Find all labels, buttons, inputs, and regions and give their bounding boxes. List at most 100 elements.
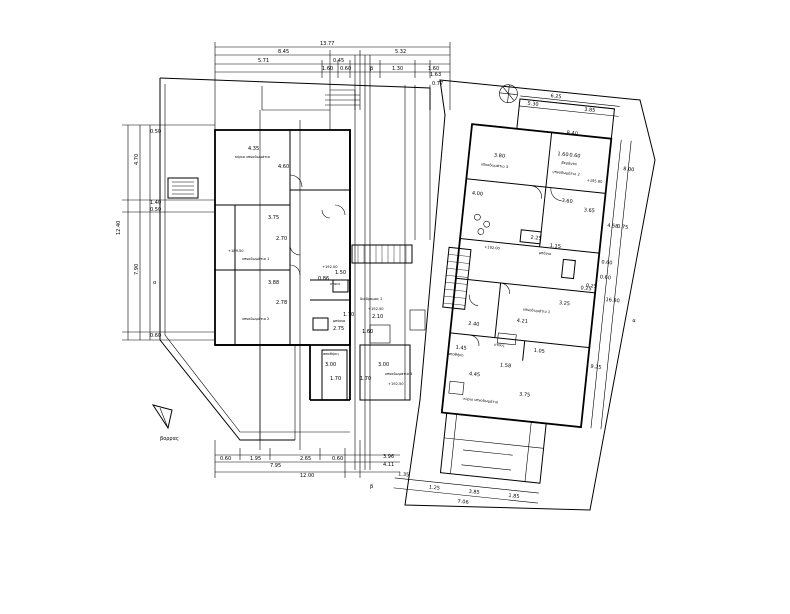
- right-room-name-storage: αποθήκη: [448, 352, 464, 358]
- dim-bottom-seg4: 0.60: [332, 456, 343, 462]
- dim-right-bottom3: 3.85: [468, 489, 480, 496]
- room-dim-bedroom2-h: 2.78: [276, 300, 287, 306]
- right-level-mark-1: +195.80: [587, 178, 604, 184]
- left-room-labels: κύριο υπνοδωμάτιο 4.35 4.60 υπνοδωμάτιο …: [228, 146, 412, 386]
- room-name-master: κύριο υπνοδωμάτιο: [235, 155, 270, 159]
- right-room-dim-bedroom2-w: 3.60: [561, 198, 573, 205]
- right-room-dim-shower-w: 1.05: [533, 348, 545, 355]
- room-name-shower: ντους: [330, 282, 341, 286]
- dim-top-sub5: 1.30: [392, 66, 403, 72]
- right-room-name-bedroom2: υπνοδωμάτιο 2: [552, 170, 580, 177]
- dim-right-side3: 0.75: [617, 224, 629, 231]
- dim-top-seg1: 8.45: [278, 49, 289, 55]
- right-room-dim-bedroom3-w: 3.80: [494, 153, 506, 160]
- room-name-corridor: διάδρομος 2: [360, 297, 383, 301]
- dim-right-bottom1: 1.35: [398, 471, 410, 478]
- dim-bottom-overall-b: 12.00: [300, 473, 314, 479]
- right-room-name-master: κύριο υπνοδωμάτιο: [463, 397, 498, 405]
- room-name-bath: μπάνιο: [333, 319, 345, 323]
- right-level-mark-2: +192.00: [484, 245, 501, 251]
- dim-right-misc2: 0.25: [585, 283, 597, 290]
- dim-bottom-overall-a: 7.95: [270, 463, 281, 469]
- room-dim-bedroom3-h: 3.00: [378, 362, 389, 368]
- right-room-dim-bath-w: 2.25: [530, 235, 542, 242]
- right-room-dim-bedroom1-h: 3.25: [559, 300, 571, 307]
- dim-bottom-seg3: 2.65: [300, 456, 311, 462]
- dim-right-top3: 3.85: [584, 107, 596, 114]
- room-dim-storage-h: 3.00: [325, 362, 336, 368]
- dim-right-side5: 0.60: [599, 274, 611, 281]
- left-floor-plan: 13.77 8.45 5.32 5.71 0.45 1.60 0.60 1.30…: [116, 41, 451, 490]
- right-room-name-bedroom1: υπνοδωμάτιο 1: [523, 307, 551, 314]
- dim-top-sub7: 1.63: [430, 72, 441, 78]
- room-dim-master-w: 4.35: [248, 146, 259, 152]
- dim-top-sub2: 0.45: [333, 58, 344, 64]
- left-plan-walls: [167, 55, 431, 470]
- section-mark-a-left: α: [153, 280, 157, 286]
- dim-right-side4: 0.60: [601, 259, 613, 266]
- site-boundary-inner: [164, 84, 241, 433]
- right-site-boundary: [404, 79, 656, 511]
- dim-left-part4: 1.40: [150, 200, 161, 206]
- right-room-name-bedroom3: υπνοδωμάτιο 3: [481, 162, 509, 169]
- dim-left-part3: 0.50: [150, 129, 161, 135]
- room-name-storage: αποθήκη: [323, 352, 339, 356]
- dim-right-side2: 4.58: [607, 223, 619, 230]
- dim-left-overall: 12.40: [116, 221, 122, 235]
- right-room-dim-veranda-h: 0.60: [569, 152, 581, 159]
- left-dimensions: 12.40 4.70 7.90 0.50 1.40 0.50 0.60 α: [116, 124, 215, 341]
- room-dim-master-h: 4.60: [278, 164, 289, 170]
- right-room-dim-bedroom2-h: 3.65: [583, 207, 595, 214]
- right-floor-plan: 6.25 5.30 3.85 8.40 8.00 4.58 0.75 0.60 …: [393, 79, 656, 511]
- level-mark-3: +192.50: [368, 307, 384, 311]
- dim-right-side6: 0.25: [580, 285, 592, 292]
- room-dim-bedroom1-h: 2.70: [276, 236, 287, 242]
- level-mark-2: +189.50: [228, 249, 244, 253]
- dim-top-sub3: 1.60: [322, 66, 333, 72]
- right-room-dim-shower-h: 1.58: [500, 362, 512, 369]
- dim-right-bottom5: 7.06: [457, 499, 469, 506]
- dim-right-side1: 8.00: [623, 166, 635, 173]
- room-dim-shower-w: 1.50: [335, 270, 346, 276]
- level-mark-4: +192.50: [388, 382, 404, 386]
- top-dimensions: 13.77 8.45 5.32 5.71 0.45 1.60 0.60 1.30…: [214, 41, 451, 140]
- right-room-dim-master-h: 3.75: [519, 391, 531, 398]
- dim-right-top1: 6.25: [550, 93, 562, 100]
- dim-left-part1: 4.70: [134, 154, 140, 165]
- right-room-name-shower: ντους: [494, 343, 505, 348]
- dim-right-side8: 9.25: [590, 364, 602, 371]
- dim-right-misc1: 8.40: [566, 130, 578, 137]
- level-mark-1: +192.00: [322, 265, 338, 269]
- room-dim-corridor-w: 2.10: [372, 314, 383, 320]
- room-dim-bedroom1-w: 3.75: [268, 215, 279, 221]
- north-arrow: βορρας: [151, 404, 179, 442]
- section-mark-b-top: β: [370, 66, 373, 72]
- right-room-dim-bedroom3-h: 4.00: [472, 190, 484, 197]
- dim-top-seg2: 5.32: [395, 49, 406, 55]
- room-name-bedroom2: υπνοδωμάτιο 2: [242, 317, 269, 321]
- dim-left-part5: 0.50: [150, 207, 161, 213]
- section-mark-a-right: α: [632, 318, 637, 324]
- site-boundary-left: [159, 78, 295, 441]
- room-dim-bedroom2-w: 3.88: [268, 280, 279, 286]
- room-dim-bedroom3-w: 1.70: [360, 376, 371, 382]
- bottom-dimensions: 0.60 1.95 2.65 0.60 7.95 12.00 3.96 4.11: [214, 440, 400, 479]
- dim-top-right-small: 0.77: [432, 81, 443, 87]
- dim-bottom-seg2: 1.95: [250, 456, 261, 462]
- dim-left-part2: 7.90: [134, 264, 140, 275]
- dim-bottom-right2: 4.11: [383, 462, 394, 468]
- room-name-bedroom3-left: υπνοδωμάτιο 3: [385, 372, 412, 376]
- right-room-dim-bedroom1-w: 4.21: [516, 318, 528, 325]
- room-dim-shower-h: 0.86: [318, 276, 329, 282]
- dim-bottom-seg1: 0.60: [220, 456, 231, 462]
- right-room-dim-bath-h: 1.15: [549, 243, 561, 250]
- dim-right-bottom4: 1.85: [508, 493, 520, 500]
- right-room-name-veranda: βεράντα: [561, 161, 577, 167]
- room-dim-bath-w: 2.75: [333, 326, 344, 332]
- room-name-bedroom1: υπνοδωμάτιο 1: [242, 257, 269, 261]
- room-dim-storage-w: 1.70: [330, 376, 341, 382]
- right-room-dim-veranda-w: 1.60: [557, 151, 569, 158]
- dim-right-bottom2: 1.25: [429, 485, 441, 492]
- dim-right-side7: 16.80: [605, 297, 620, 304]
- dim-bottom-right1: 3.96: [383, 454, 394, 460]
